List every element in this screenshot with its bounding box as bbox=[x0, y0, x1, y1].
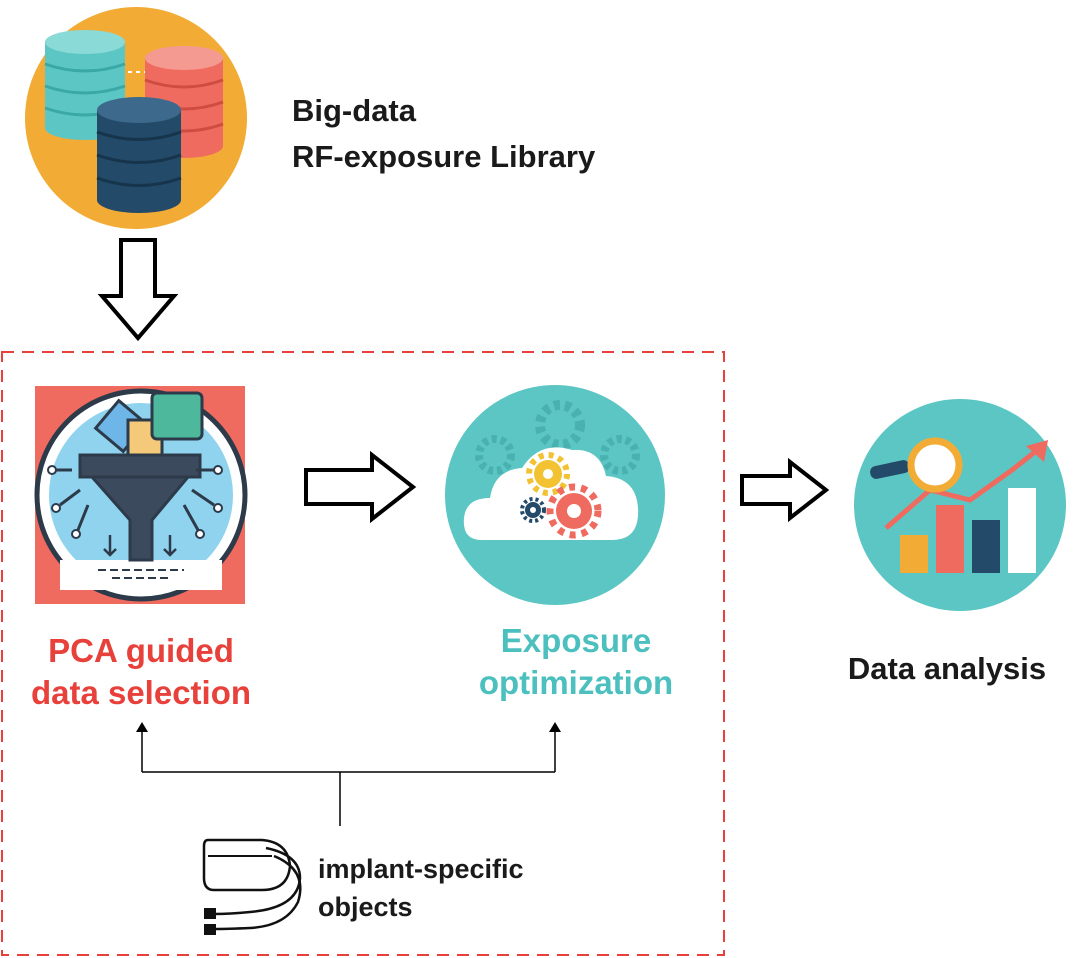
implant-label: implant-specific objects bbox=[318, 850, 524, 926]
arrowhead-up-icon bbox=[549, 722, 561, 732]
implant-label-line1: implant-specific bbox=[318, 854, 524, 884]
feedback-connector bbox=[141, 730, 556, 826]
database-icon bbox=[25, 7, 247, 229]
library-label: Big-data RF-exposure Library bbox=[292, 88, 595, 180]
exposure-label: Exposure optimization bbox=[440, 620, 712, 704]
right-arrow-icon bbox=[740, 457, 830, 523]
implant-label-line2: objects bbox=[318, 892, 413, 922]
exposure-label-line2: optimization bbox=[478, 664, 674, 701]
pipeline-dashed-region bbox=[1, 351, 725, 956]
right-arrow-icon bbox=[304, 450, 417, 524]
pacemaker-icon bbox=[202, 838, 302, 935]
pca-label-line2: data selection bbox=[30, 674, 252, 711]
library-label-line2: RF-exposure Library bbox=[292, 139, 596, 174]
arrowhead-up-icon bbox=[136, 722, 148, 732]
funnel-filter-icon bbox=[34, 386, 248, 604]
analysis-label: Data analysis bbox=[847, 651, 1047, 686]
pca-label: PCA guided data selection bbox=[10, 630, 272, 714]
library-label-line1: Big-data bbox=[292, 93, 416, 128]
down-arrow-icon bbox=[97, 238, 179, 342]
cloud-gears-icon bbox=[445, 385, 665, 605]
bar-chart-magnifier-icon bbox=[854, 399, 1066, 611]
exposure-label-line1: Exposure bbox=[500, 622, 652, 659]
pca-label-line1: PCA guided bbox=[48, 632, 234, 669]
